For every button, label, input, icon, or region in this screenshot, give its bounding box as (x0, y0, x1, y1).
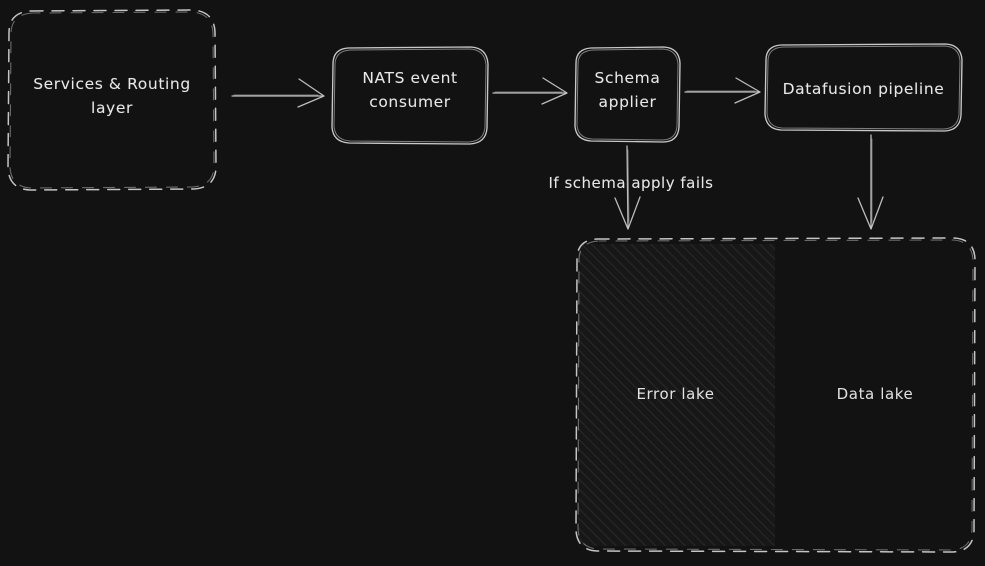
edge-schema-to-error-lake-arrow (614, 145, 641, 230)
lake-container-shape (575, 237, 976, 553)
edge-datafusion-to-data-lake-arrow (857, 134, 884, 230)
error-lake-node[interactable] (576, 238, 775, 552)
datafusion-pipeline-node[interactable] (765, 44, 962, 131)
services-routing-layer-shape (7, 9, 217, 191)
schema-applier-shape (574, 46, 681, 143)
edge-nats-to-schema-arrow (492, 77, 568, 105)
edge-schema-to-datafusion-arrow (684, 77, 761, 104)
nats-event-consumer-node[interactable] (332, 47, 488, 144)
edge-services-to-nats-arrow (231, 78, 325, 108)
nats-event-consumer-shape (331, 46, 489, 145)
schema-applier-node[interactable] (575, 47, 680, 142)
datafusion-pipeline-shape (764, 43, 963, 132)
data-lake-node[interactable] (775, 238, 975, 552)
services-routing-layer-node[interactable] (8, 10, 216, 190)
error-lake-hatch-fill (578, 244, 775, 546)
